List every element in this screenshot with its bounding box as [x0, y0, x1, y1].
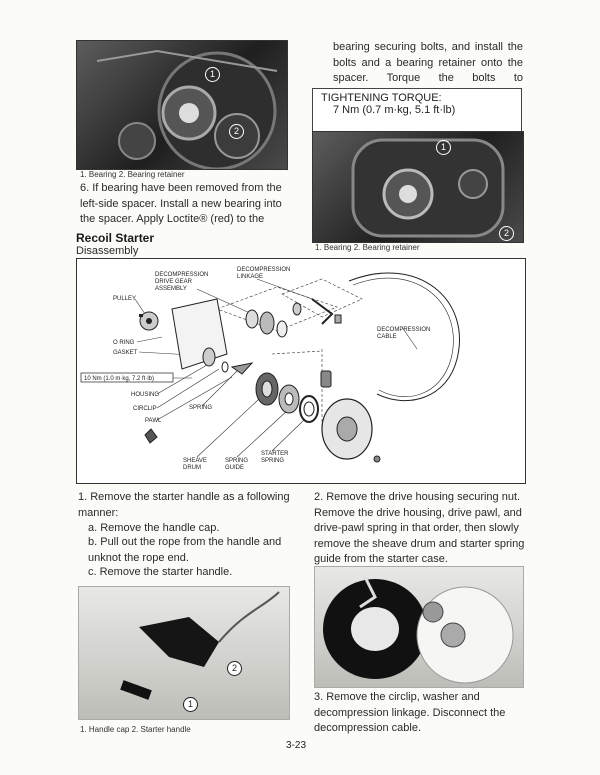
step-1a-text: a. Remove the handle cap. — [88, 522, 220, 534]
callout-1: 1 — [205, 67, 220, 82]
engine-case-illustration — [351, 138, 505, 238]
label-starter-spring-1: STARTER — [261, 451, 289, 457]
callout-2: 2 — [229, 124, 244, 139]
photo-caption: 1. Handle cap 2. Starter handle — [80, 725, 191, 734]
step-3-text: 3. Remove the circlip, washer and decomp… — [314, 691, 506, 734]
starter-handle-photo: 2 1 — [78, 586, 290, 720]
step-1-text: 1. Remove the starter handle as a follow… — [78, 491, 290, 519]
label-o-ring: O RING — [113, 340, 135, 346]
label-decomp-gear-2: DRIVE GEAR — [155, 279, 193, 285]
bearing-photo-right: 1 2 — [312, 131, 524, 243]
starter-parts-illustration — [323, 576, 514, 684]
callout-2: 2 — [499, 226, 514, 241]
housing-part — [202, 347, 254, 375]
step-1c-text: c. Remove the starter handle. — [88, 566, 233, 578]
engine-case-illustration — [96, 49, 278, 169]
label-spring-guide-2: GUIDE — [225, 465, 244, 471]
starter-case-part — [321, 398, 381, 463]
starter-spring-part — [299, 395, 319, 423]
sheave-drum-photo — [314, 566, 524, 688]
step-6-text: 6. If bearing have been removed from the… — [80, 182, 282, 225]
pawl-part — [144, 428, 158, 444]
label-gasket: GASKET — [113, 350, 138, 356]
pulley-part — [139, 311, 159, 331]
torque-value: 7 Nm (0.7 m·kg, 5.1 ft·lb) — [333, 104, 456, 116]
label-housing: HOUSING — [131, 392, 159, 398]
starter-handle-part — [320, 370, 332, 388]
label-pawl: PAWL — [145, 418, 162, 424]
bearing-photo-left: 1 2 — [76, 40, 288, 170]
torque-label-box — [80, 372, 174, 383]
exploded-view: DECOMPRESSION DRIVE GEAR ASSEMBLY DECOMP… — [80, 267, 460, 471]
sheave-drum-part — [255, 372, 279, 406]
callout-1: 1 — [436, 140, 451, 155]
callout-1: 1 — [183, 697, 198, 712]
cable-part — [348, 272, 460, 402]
step-1b-text: b. Pull out the rope from the handle and… — [88, 536, 282, 564]
step-2-text: 2. Remove the drive housing securing nut… — [314, 491, 525, 565]
label-spring: SPRING — [189, 405, 212, 411]
label-starter-spring-2: SPRING — [261, 458, 284, 464]
label-circlip: CIRCLIP — [133, 406, 157, 412]
section-subtitle: Disassembly — [76, 245, 139, 257]
callout-2: 2 — [227, 661, 242, 676]
label-sheave-drum-2: DRUM — [183, 465, 201, 471]
label-decomp-gear-1: DECOMPRESSION — [155, 272, 208, 278]
label-spring-guide-1: SPRING — [225, 458, 248, 464]
torque-spec-box: TIGHTENING TORQUE: 7 Nm (0.7 m·kg, 5.1 f… — [312, 88, 522, 132]
label-decomp-cable-2: CABLE — [377, 334, 397, 340]
section-title: Recoil Starter — [76, 231, 155, 245]
label-sheave-drum-1: SHEAVE — [183, 458, 207, 464]
spring-guide-part — [278, 384, 300, 414]
label-decomp-linkage-2: LINKAGE — [237, 274, 263, 280]
recoil-starter-diagram: DECOMPRESSION DRIVE GEAR ASSEMBLY DECOMP… — [76, 258, 526, 484]
decomp-gear-part — [245, 309, 288, 338]
label-pulley: PULLEY — [113, 296, 136, 302]
label-torque: 10 Nm (1.0 m·kg, 7.2 ft·lb) — [84, 376, 154, 382]
gasket-part — [171, 298, 228, 370]
label-decomp-cable-1: DECOMPRESSION — [377, 327, 430, 333]
starter-handle-illustration — [120, 591, 280, 700]
page-number: 3-23 — [286, 740, 307, 751]
photo-caption: 1. Bearing 2. Bearing retainer — [80, 170, 185, 179]
torque-title: TIGHTENING TORQUE: — [321, 92, 442, 104]
decomp-linkage-part — [292, 298, 342, 325]
photo-caption: 1. Bearing 2. Bearing retainer — [315, 243, 420, 252]
label-decomp-linkage-1: DECOMPRESSION — [237, 267, 290, 273]
label-decomp-gear-3: ASSEMBLY — [155, 286, 187, 292]
